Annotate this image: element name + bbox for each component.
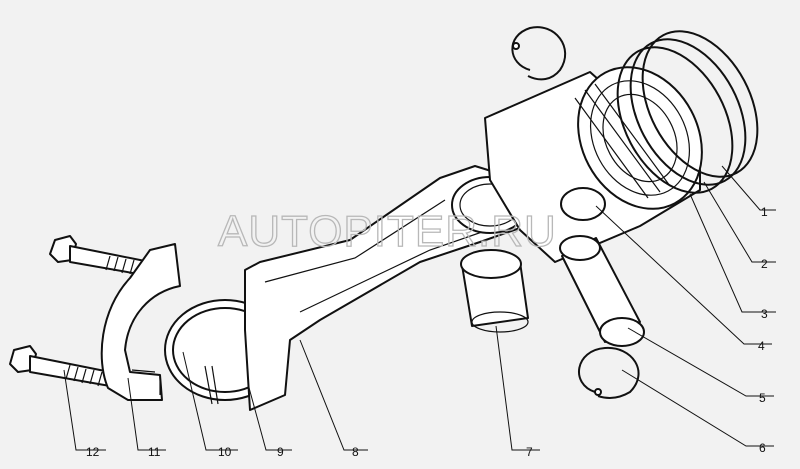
callout-9: 9	[277, 445, 284, 459]
callout-2: 2	[761, 257, 768, 271]
small-end-bushing	[460, 249, 529, 333]
connecting-rod-cap	[100, 243, 181, 401]
connecting-rod-bolts	[9, 235, 151, 387]
callout-12: 12	[86, 445, 100, 459]
callout-6: 6	[759, 441, 766, 455]
callout-8: 8	[352, 445, 359, 459]
piston-rings	[616, 30, 759, 194]
piston-pin	[559, 235, 645, 347]
callout-4: 4	[758, 339, 765, 353]
circlip-upper	[511, 26, 567, 81]
callout-11: 11	[148, 445, 161, 459]
bolt-lower	[9, 345, 111, 387]
watermark-text: AUTOPITER.RU	[218, 207, 557, 256]
callout-3: 3	[761, 307, 768, 321]
callout-7: 7	[526, 445, 533, 459]
circlip-lower	[578, 346, 640, 400]
callout-leaders	[63, 165, 776, 451]
callout-numbers: 1 2 3 4 5 6 7 8 9 10 11 12	[86, 205, 768, 459]
piston	[484, 66, 703, 263]
callout-10: 10	[218, 445, 232, 459]
callout-5: 5	[759, 391, 766, 405]
callout-1: 1	[761, 205, 768, 219]
